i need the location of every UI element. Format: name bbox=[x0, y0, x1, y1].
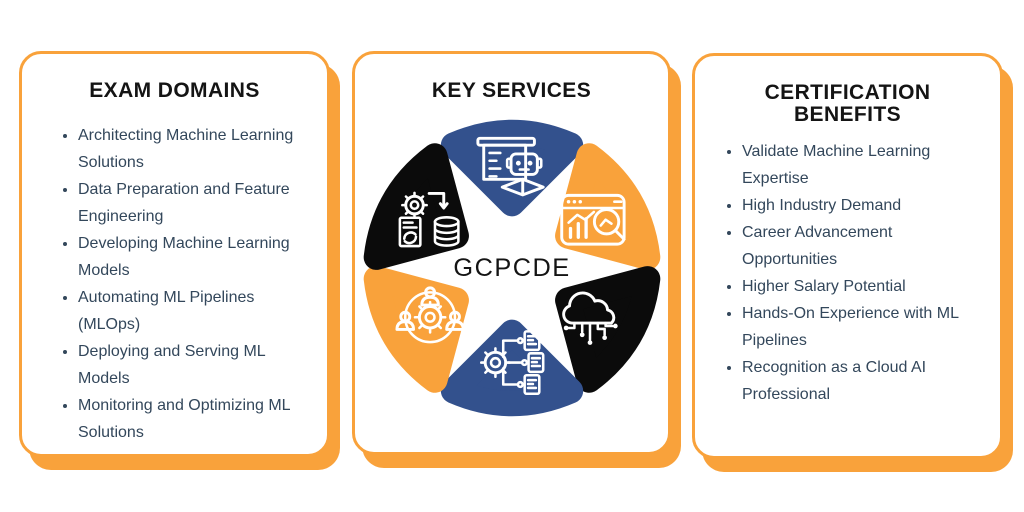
petal-bottom-right bbox=[554, 266, 660, 393]
exam-domains-list: Architecting Machine Learning Solutions … bbox=[22, 122, 294, 446]
cloud-network-icon bbox=[561, 291, 618, 345]
certification-benefits-title: CERTIFICATION BENEFITS bbox=[764, 81, 931, 126]
list-item: Validate Machine Learning Expertise bbox=[742, 138, 985, 192]
team-gear-icon bbox=[394, 286, 465, 344]
certification-benefits-list: Validate Machine Learning Expertise High… bbox=[695, 138, 985, 408]
list-item: Monitoring and Optimizing ML Solutions bbox=[78, 392, 294, 446]
list-item: Automating ML Pipelines (MLOps) bbox=[78, 284, 294, 338]
key-services-card: KEY SERVICES bbox=[352, 51, 671, 455]
certification-benefits-card: CERTIFICATION BENEFITS Validate Machine … bbox=[692, 53, 1003, 459]
list-item: Career Advancement Opportunities bbox=[742, 219, 985, 273]
list-item: Architecting Machine Learning Solutions bbox=[78, 122, 294, 176]
robot-training-icon bbox=[475, 136, 545, 197]
key-services-title: KEY SERVICES bbox=[431, 79, 592, 102]
list-item: Developing Machine Learning Models bbox=[78, 230, 294, 284]
list-item: Data Preparation and Feature Engineering bbox=[78, 176, 294, 230]
list-item: High Industry Demand bbox=[742, 192, 985, 219]
exam-domains-card: EXAM DOMAINS Architecting Machine Learni… bbox=[19, 51, 330, 457]
data-processing-icon bbox=[398, 191, 460, 248]
pipeline-documents-icon bbox=[479, 330, 544, 396]
analytics-search-icon bbox=[559, 193, 626, 246]
list-item: Hands-On Experience with ML Pipelines bbox=[742, 300, 985, 354]
services-flower-diagram: GCPCDE bbox=[363, 119, 660, 417]
petal-group bbox=[363, 119, 660, 417]
list-item: Recognition as a Cloud AI Professional bbox=[742, 354, 985, 408]
exam-domains-title: EXAM DOMAINS bbox=[89, 79, 260, 102]
list-item: Higher Salary Potential bbox=[742, 273, 985, 300]
list-item: Deploying and Serving ML Models bbox=[78, 338, 294, 392]
center-acronym-label: GCPCDE bbox=[453, 254, 570, 282]
petal-bottom bbox=[440, 319, 583, 417]
